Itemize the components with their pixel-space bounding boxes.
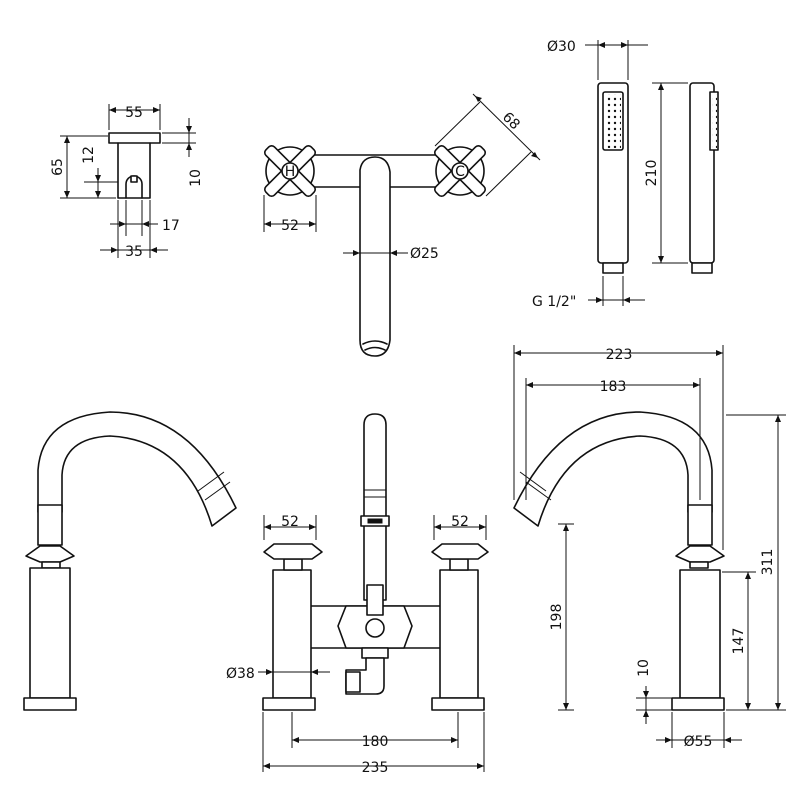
wall-left-handle: H <box>263 144 317 198</box>
dim-overall-width: 235 <box>362 760 389 776</box>
dim-pillar-dia: Ø38 <box>226 666 255 682</box>
dim-holder-base: 35 <box>125 244 143 260</box>
right-side-spout <box>513 411 713 527</box>
front-left-valve <box>272 569 312 699</box>
right-side-base <box>671 697 725 711</box>
shower-holder-view: 55 65 12 10 17 35 <box>50 104 204 260</box>
cold-indicator: C <box>455 164 465 180</box>
mixer-side-view-right: 223 183 311 198 147 10 <box>513 345 786 750</box>
hand-shower-view: Ø30 210 G 1/2" <box>532 39 719 310</box>
left-side-valve <box>29 567 71 699</box>
hot-indicator: H <box>285 164 296 180</box>
dim-front-right-handle: 52 <box>451 514 469 530</box>
left-side-base <box>23 697 77 711</box>
dim-base-dia: Ø55 <box>684 734 713 750</box>
dim-front-left-handle: 52 <box>281 514 299 530</box>
dim-base-thickness: 10 <box>636 659 652 677</box>
dim-wall-spout-dia: Ø25 <box>410 246 439 262</box>
right-side-handle <box>675 545 725 563</box>
dim-spout-height: 198 <box>549 604 565 631</box>
front-right-base <box>431 697 485 711</box>
dim-valve-height: 147 <box>731 628 747 655</box>
front-right-valve <box>439 569 479 699</box>
dim-holder-slot: 12 <box>81 146 97 164</box>
left-side-spout <box>37 411 237 527</box>
handset-connector <box>602 262 624 274</box>
dim-holder-height: 65 <box>50 158 66 176</box>
right-side-spout-collar <box>687 504 713 546</box>
front-spout-pillar <box>363 413 387 601</box>
dim-handset-length: 210 <box>644 160 660 187</box>
front-left-handle <box>263 543 323 560</box>
dim-holder-inner: 17 <box>162 218 180 234</box>
dim-holder-width: 55 <box>125 105 143 121</box>
holder-cradle-hole <box>130 175 138 183</box>
mixer-side-view-left <box>23 411 237 711</box>
dim-holder-top: 10 <box>188 169 204 187</box>
dim-wall-valve-width: 52 <box>281 218 299 234</box>
wall-right-handle: C <box>433 144 487 198</box>
right-side-valve <box>679 569 721 699</box>
holder-top-plate <box>108 132 161 144</box>
holder-body <box>117 142 151 199</box>
dim-centres: 180 <box>362 734 389 750</box>
left-side-spout-collar <box>37 504 63 546</box>
dim-handset-dia: Ø30 <box>547 39 576 55</box>
dim-overall-height: 311 <box>760 549 776 576</box>
dim-handset-thread: G 1/2" <box>532 294 576 310</box>
wall-spout-arm <box>359 156 391 357</box>
dim-overall-reach: 223 <box>606 347 633 363</box>
left-side-handle <box>25 545 75 563</box>
front-right-handle <box>431 543 489 560</box>
dim-spout-reach: 183 <box>600 379 627 395</box>
handset-side-connector <box>691 262 713 274</box>
front-left-base <box>262 697 316 711</box>
mixer-front-view: 52 52 Ø38 180 235 <box>226 413 489 776</box>
wall-mixer-plan-view: H C 52 68 Ø25 <box>263 93 541 357</box>
front-diverter-knob <box>365 618 385 638</box>
dim-wall-handle-diag: 68 <box>499 109 523 133</box>
